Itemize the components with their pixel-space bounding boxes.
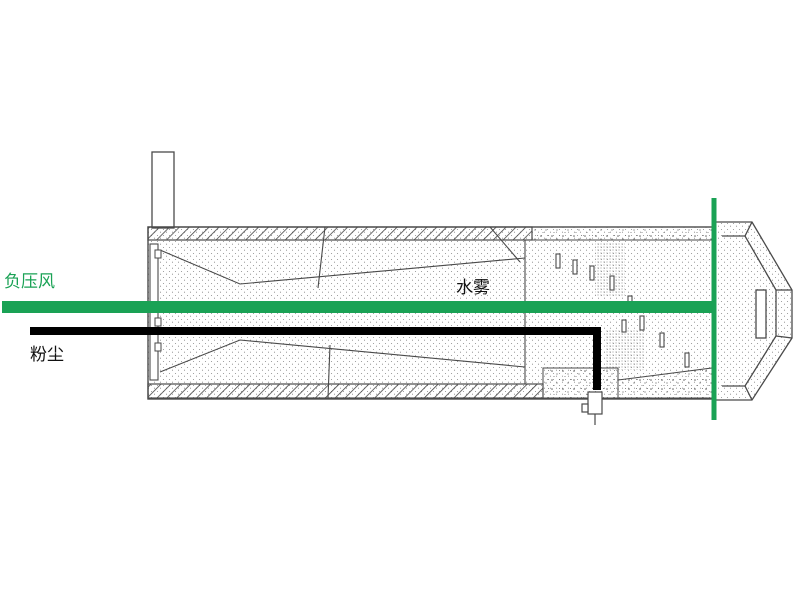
- gravel-block-top: [531, 226, 715, 241]
- flange-bolts: [154, 249, 162, 352]
- label-negative-pressure-air: 负压风: [4, 272, 55, 292]
- bottom-wall: [147, 383, 544, 399]
- gravel-block-bottom: [542, 367, 619, 399]
- top-wall: [147, 226, 533, 241]
- chimney: [151, 151, 175, 229]
- label-dust: 粉尘: [30, 345, 64, 365]
- outlet-cone: [713, 221, 793, 401]
- dust-flow-line: [30, 327, 601, 390]
- inner-cone-lines: [159, 226, 526, 399]
- mist-zone-dense-lower: [605, 330, 645, 370]
- drain-fitting: [581, 391, 603, 425]
- label-water-mist: 水雾: [456, 278, 490, 298]
